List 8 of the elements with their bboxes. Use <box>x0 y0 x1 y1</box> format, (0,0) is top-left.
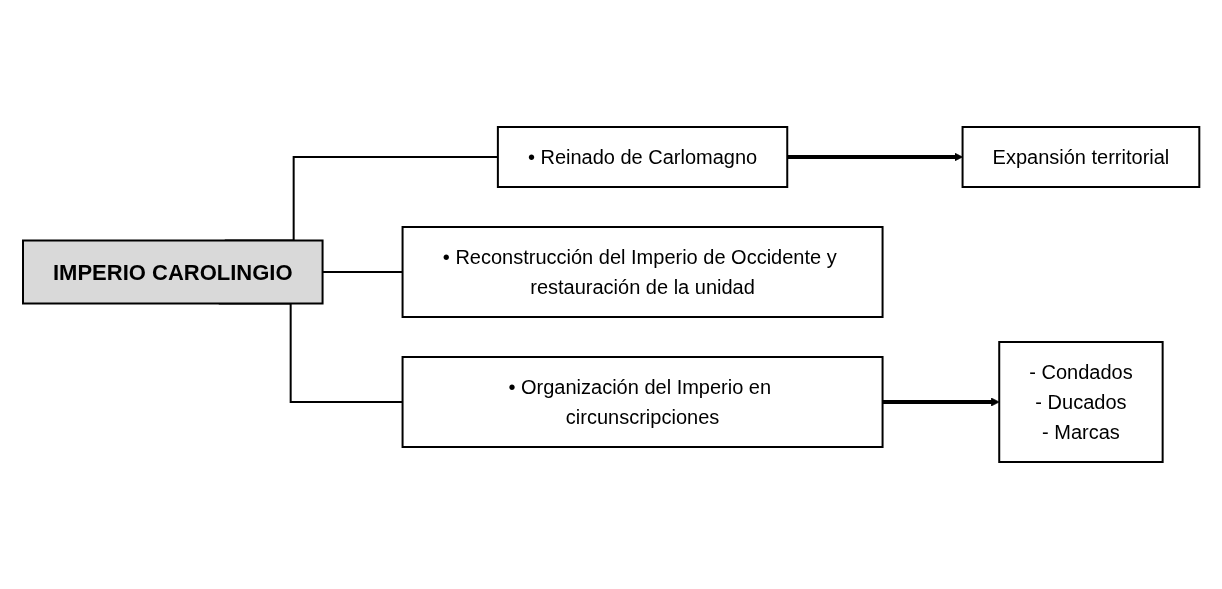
node-box: • Reconstrucción del Imperio de Occidente y restauración de la unidad <box>401 226 884 318</box>
arrow <box>882 397 1000 407</box>
node-box: • Organización del Imperio en circunscripciones <box>401 356 884 448</box>
node-box: IMPERIO CAROLINGIO <box>21 239 324 305</box>
node-box: Expansión territorial <box>961 126 1201 188</box>
arrow <box>787 152 963 162</box>
node-box: • Reinado de Carlomagno <box>496 126 789 188</box>
node-box: - Condados - Ducados - Marcas <box>998 341 1164 463</box>
